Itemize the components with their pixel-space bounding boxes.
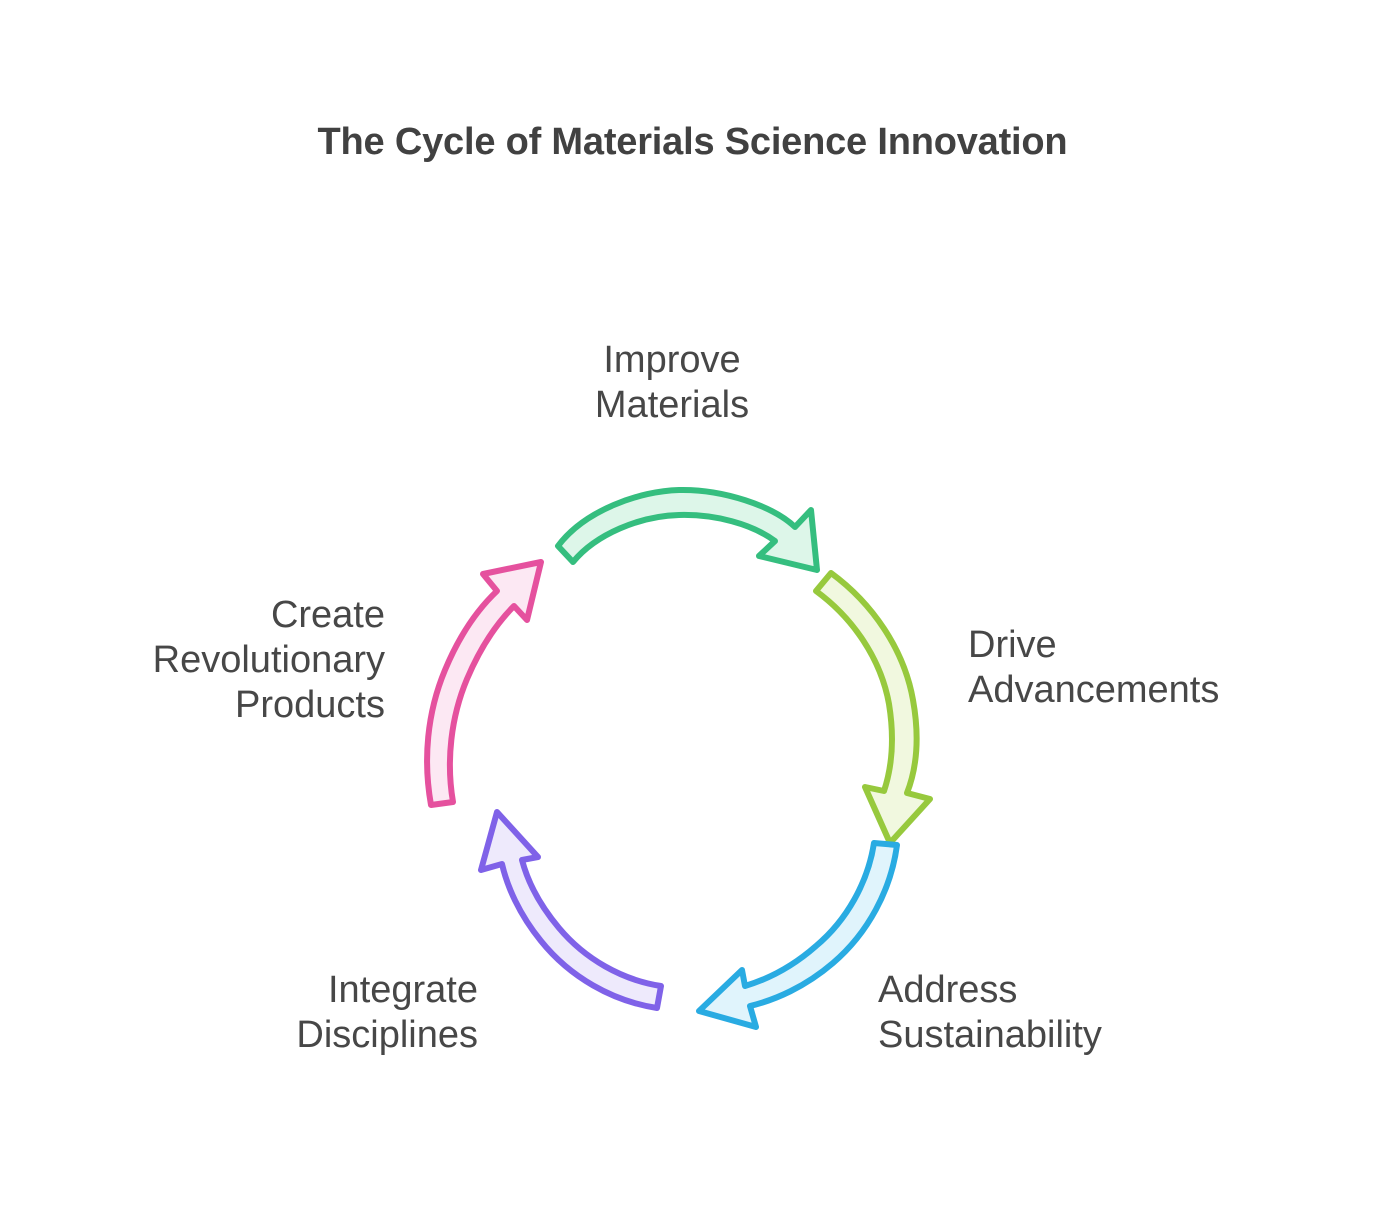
stage-label-drive-advancements: Drive Advancements: [968, 624, 1220, 711]
stage-label-create-revolutionary-products: Create Revolutionary Products: [152, 594, 385, 726]
stage-label-integrate-disciplines: Integrate Disciplines: [296, 969, 478, 1056]
arrow-integrate-disciplines: [478, 809, 664, 1011]
arrow-address-sustainability: [696, 840, 900, 1030]
stage-label-address-sustainability: Address Sustainability: [878, 969, 1102, 1056]
arrow-create-revolutionary-products: [424, 559, 544, 808]
page-title: The Cycle of Materials Science Innovatio…: [317, 121, 1068, 163]
stage-label-improve-materials: Improve Materials: [594, 339, 750, 426]
arrow-improve-materials: [555, 486, 820, 573]
arrow-drive-advancements: [813, 570, 933, 846]
